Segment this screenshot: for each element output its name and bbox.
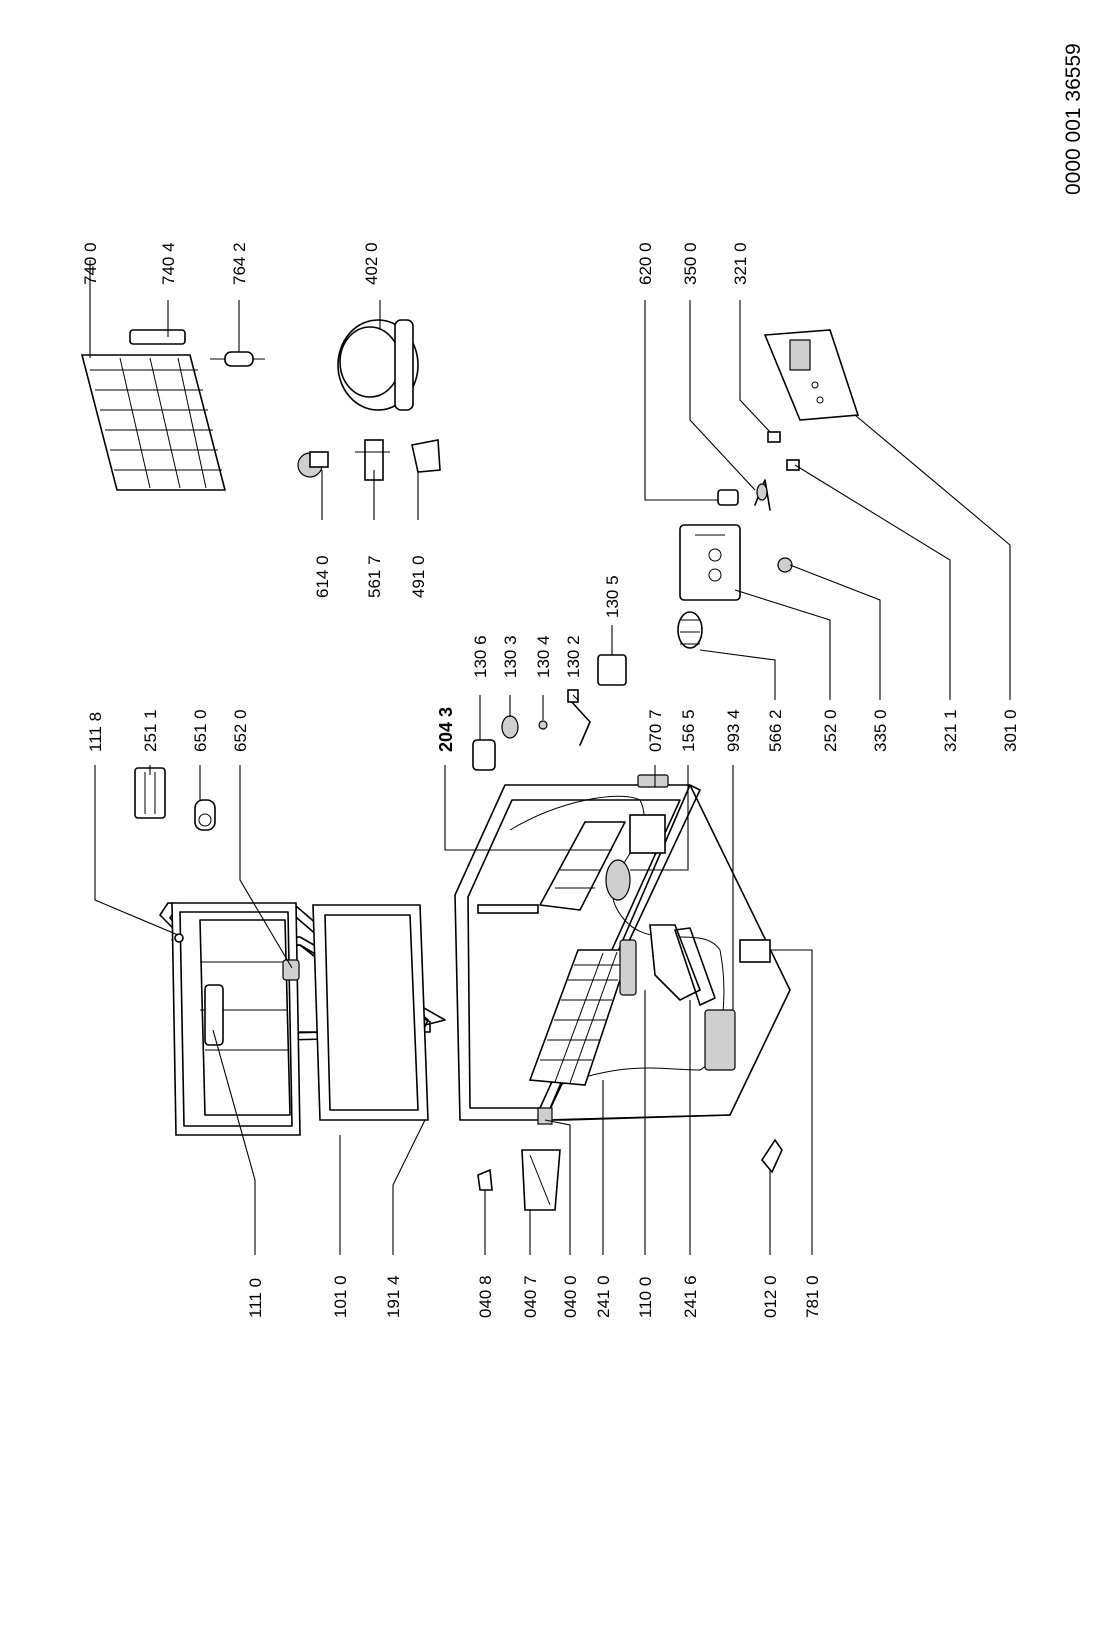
label-101-0: 101 0 [331,1275,350,1318]
label-566-2: 566 2 [766,709,785,752]
leader-lines [89,260,1011,1255]
label-241-0: 241 0 [594,1275,613,1318]
compressor [337,319,419,411]
overload [355,439,390,481]
indicator [637,774,669,788]
label-040-0: 040 0 [561,1275,580,1318]
label-156-5: 156 5 [679,709,698,752]
label-335-0: 335 0 [871,709,890,752]
screw [174,933,184,943]
label-130-4: 130 4 [534,635,553,678]
lid-handle [204,984,224,1046]
label-301-0: 301 0 [1001,709,1020,752]
label-491-0: 491 0 [409,555,428,598]
label-040-8: 040 8 [476,1275,495,1318]
thermostat-bracket [567,689,591,746]
label-204-3: 204 3 [436,707,456,752]
label-561-7: 561 7 [365,555,384,598]
thermostat-knob [472,739,496,771]
lid [171,902,301,1136]
lamp [194,799,216,831]
control-panel [763,329,860,421]
hinge-cover [521,1149,561,1211]
label-740-0: 740 0 [81,242,100,285]
bracket-491 [411,439,441,473]
document-number: 0000 001 36559 [1062,43,1085,195]
part-labels: 740 0 740 4 764 2 402 0 614 0 561 7 491 … [81,242,1020,1318]
label-110-0: 110 0 [636,1277,655,1318]
lamp-holder [717,489,739,506]
label-130-2: 130 2 [564,635,583,678]
thermostat [679,524,741,601]
pilot-light [777,557,793,573]
label-651-0: 651 0 [191,709,210,752]
label-252-0: 252 0 [821,709,840,752]
label-781-0: 781 0 [803,1275,822,1318]
hinge [537,1107,553,1125]
basket [528,939,637,1086]
label-321-0: 321 0 [731,242,750,285]
foot-012 [761,1138,783,1174]
label-350-0: 350 0 [681,242,700,285]
divider [649,924,716,1006]
label-620-0: 620 0 [636,242,655,285]
knob-spring [538,720,548,730]
lamp-cover [134,767,166,819]
switch [754,479,771,511]
label-652-0: 652 0 [231,709,250,752]
label-764-2: 764 2 [230,242,249,285]
indicator-lens-321-1 [786,459,800,471]
label-111-8: 111 8 [86,712,105,752]
label-241-6: 241 6 [681,1275,700,1318]
label-130-6: 130 6 [471,635,490,678]
thermostat-holder [597,654,627,686]
label-191-4: 191 4 [384,1275,403,1318]
lid-lock [282,959,300,981]
condenser-clip [129,329,186,345]
label-070-7: 070 7 [646,709,665,752]
label-251-1: 251 1 [141,709,160,752]
drier [210,351,265,367]
condenser [80,354,227,491]
relay [297,451,329,478]
label-321-1: 321 1 [941,709,960,752]
label-614-0: 614 0 [313,555,332,598]
label-993-4: 993 4 [724,709,743,752]
label-111-0: 111 0 [246,1278,265,1318]
hinge-bracket [477,1168,493,1191]
label-012-0: 012 0 [761,1275,780,1318]
label-130-3: 130 3 [501,635,520,678]
label-740-4: 740 4 [159,242,178,285]
label-040-7: 040 7 [521,1275,540,1318]
label-130-5: 130 5 [603,575,622,618]
foot [739,939,771,963]
label-402-0: 402 0 [362,242,381,285]
spring-coil [677,611,703,649]
indicator-lens-321-0 [767,431,781,443]
knob-cap [501,715,519,739]
lid-gasket [312,904,429,1121]
bottom-vent [704,1009,736,1071]
